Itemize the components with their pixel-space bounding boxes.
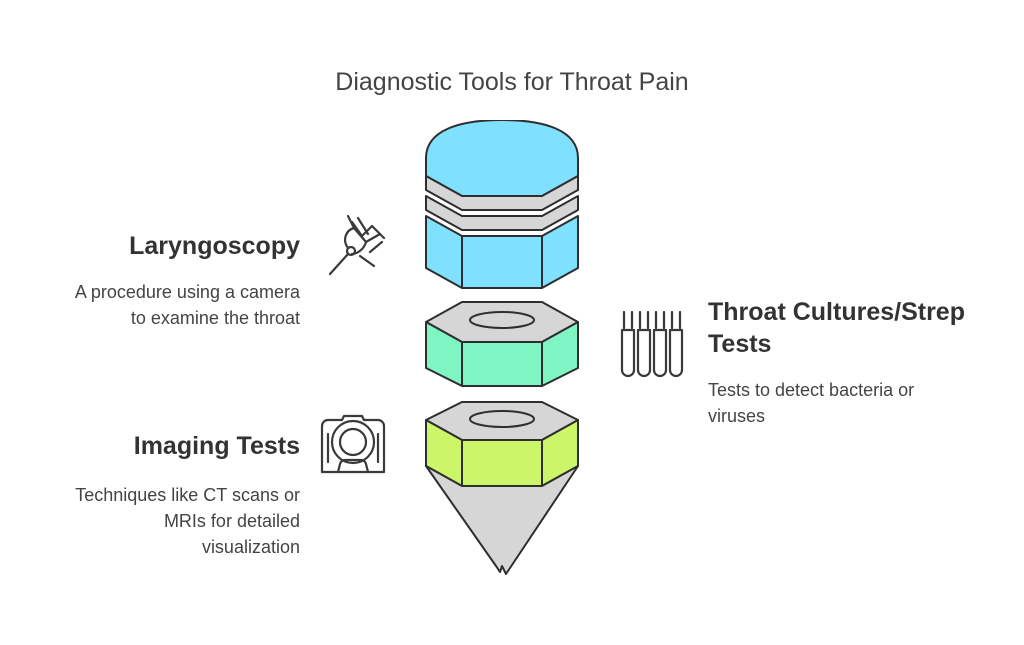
- heading-line: Throat Cultures/Strep: [708, 298, 965, 326]
- throat-cultures-heading: Throat Cultures/Strep Tests: [708, 296, 965, 360]
- ring-band: [425, 195, 579, 231]
- diagram-title: Diagnostic Tools for Throat Pain: [335, 68, 689, 96]
- heading-line: Tests: [708, 330, 772, 358]
- description-line: to examine the throat: [130, 308, 300, 328]
- description-line: visualization: [201, 537, 300, 557]
- imaging-tests-block: [425, 401, 579, 575]
- stacked-diagram: [425, 120, 579, 575]
- cone-tip: [425, 465, 579, 575]
- imaging-tests-heading: Imaging Tests: [133, 432, 300, 460]
- laryngoscopy-block: [425, 120, 579, 289]
- description-line: viruses: [708, 406, 766, 426]
- hexagon-hole: [469, 410, 535, 428]
- laryngoscope-icon: [328, 214, 386, 276]
- hexagon-body: [425, 215, 579, 289]
- hexagon-body: [425, 321, 579, 387]
- laryngoscopy-description: A procedure using a camera to examine th…: [75, 279, 300, 331]
- mri-scanner-icon: [320, 414, 386, 474]
- laryngoscopy-heading: Laryngoscopy: [129, 232, 300, 260]
- throat-cultures-description: Tests to detect bacteria or viruses: [708, 377, 914, 429]
- hexagon-hole: [469, 311, 535, 329]
- ring-band: [425, 175, 579, 211]
- test-tubes-icon: [620, 310, 684, 378]
- description-line: Techniques like CT scans or: [75, 485, 300, 505]
- imaging-tests-description: Techniques like CT scans or MRIs for det…: [75, 482, 300, 560]
- description-line: Tests to detect bacteria or: [708, 380, 915, 400]
- test-tube: [620, 310, 636, 378]
- dome-cap: [425, 120, 579, 197]
- throat-cultures-block: [425, 301, 579, 387]
- description-line: MRIs for detailed: [163, 511, 300, 531]
- description-line: A procedure using a camera: [74, 282, 300, 302]
